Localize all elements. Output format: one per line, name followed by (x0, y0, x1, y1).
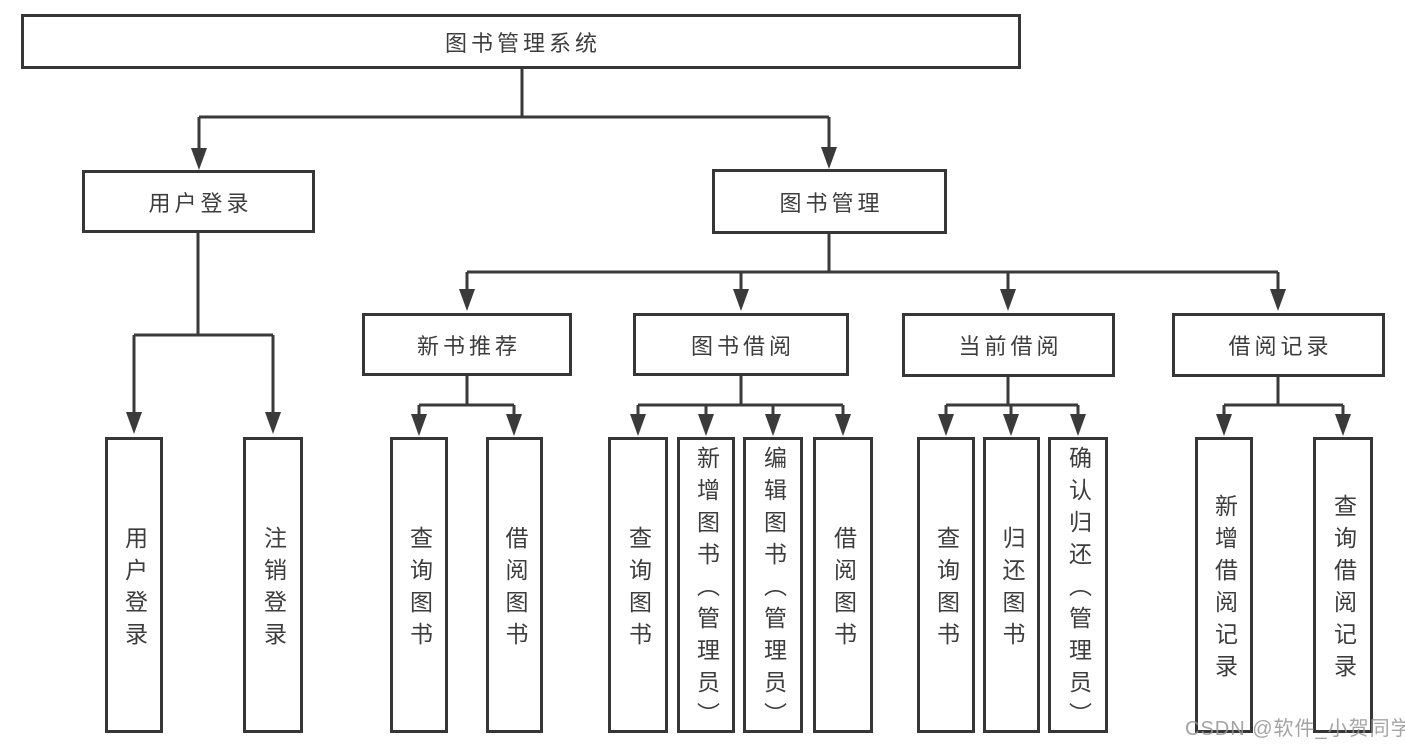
leaf-query-borrow-record-label: 查询借阅记录 (1330, 493, 1357, 686)
leaf-user-login-label: 用户登录 (121, 525, 148, 654)
node-book-management-branch: 图书管理 (712, 169, 947, 234)
node-new-book-recommend-label: 新书推荐 (416, 333, 521, 359)
leaf-edit-book-admin: 编辑图书（管理员） (743, 437, 803, 734)
leaf-query-books-borrowing: 查询图书 (608, 437, 668, 733)
node-borrowing-records: 借阅记录 (1172, 313, 1385, 377)
leaf-borrow-books-borrowing-label: 借阅图书 (830, 525, 857, 654)
leaf-query-borrow-record: 查询借阅记录 (1313, 437, 1373, 733)
leaf-confirm-return-admin-label: 确认归还（管理员） (1065, 445, 1092, 734)
csdn-watermark: CSDN @软件_小贺同学 (1185, 718, 1405, 740)
leaf-add-book-admin-label: 新增图书（管理员） (693, 445, 720, 734)
node-current-borrowing-label: 当前借阅 (958, 334, 1063, 359)
leaf-add-borrow-record-label: 新增借阅记录 (1211, 493, 1238, 686)
node-user-login-branch-label: 用户登录 (148, 190, 253, 216)
node-book-borrowing: 图书借阅 (633, 313, 849, 376)
node-borrowing-records-label: 借阅记录 (1228, 334, 1333, 359)
arrowhead-icons (126, 147, 1351, 436)
node-root: 图书管理系统 (21, 14, 1021, 69)
node-book-borrowing-label: 图书借阅 (690, 333, 795, 359)
leaf-edit-book-admin-label: 编辑图书（管理员） (760, 445, 787, 734)
connector-lines (132, 69, 1345, 416)
leaf-add-borrow-record: 新增借阅记录 (1195, 437, 1253, 733)
leaf-borrow-books-borrowing: 借阅图书 (813, 437, 873, 733)
leaf-query-books-current-label: 查询图书 (933, 525, 960, 654)
leaf-logout-label: 注销登录 (260, 525, 287, 654)
leaf-user-login: 用户登录 (105, 437, 163, 733)
leaf-query-books-borrowing-label: 查询图书 (625, 525, 652, 654)
leaf-borrow-books-recommend: 借阅图书 (486, 437, 543, 733)
node-root-label: 图书管理系统 (444, 30, 601, 56)
node-book-management-branch-label: 图书管理 (779, 190, 884, 216)
leaf-return-book-label: 归还图书 (999, 525, 1025, 654)
leaf-query-books-current: 查询图书 (917, 437, 975, 733)
leaf-logout: 注销登录 (243, 437, 303, 733)
leaf-add-book-admin: 新增图书（管理员） (677, 437, 735, 734)
leaf-return-book: 归还图书 (983, 437, 1040, 733)
leaf-query-books-recommend-label: 查询图书 (406, 525, 433, 654)
node-new-book-recommend: 新书推荐 (362, 313, 572, 376)
node-user-login-branch: 用户登录 (82, 170, 315, 233)
node-current-borrowing: 当前借阅 (902, 313, 1115, 377)
leaf-query-books-recommend: 查询图书 (390, 437, 448, 733)
leaf-borrow-books-recommend-label: 借阅图书 (502, 525, 528, 654)
leaf-confirm-return-admin: 确认归还（管理员） (1048, 437, 1108, 734)
